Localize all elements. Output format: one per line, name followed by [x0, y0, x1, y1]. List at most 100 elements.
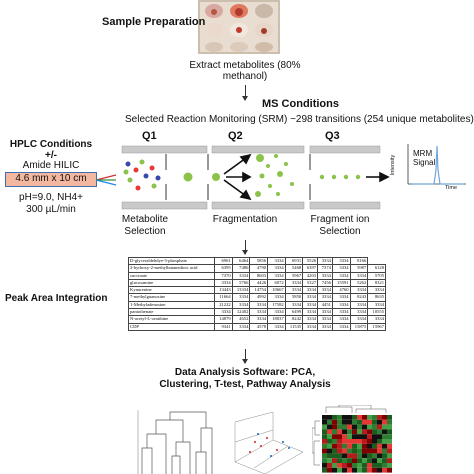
peak-area-cell: 3334: [317, 322, 333, 331]
peak-area-cell: 4652: [231, 315, 251, 324]
peak-area-cell: 6395: [214, 264, 233, 273]
heatmap-cell: [367, 448, 372, 454]
arrow-extract-to-ms: [242, 85, 248, 101]
heatmap-cell: [352, 448, 357, 454]
heatmap-cell: [337, 463, 342, 468]
heatmap-cell: [342, 443, 347, 449]
peak-area-cell: 3334: [214, 278, 233, 288]
peak-area-cell: 8321: [367, 278, 386, 288]
heatmap-cell: [362, 434, 367, 439]
extract-line1: Extract metabolites (80%: [189, 60, 301, 71]
heatmap-cell: [322, 419, 327, 425]
heatmap-cell: [372, 458, 377, 463]
peak-area-cell: 3334: [267, 256, 286, 266]
heatmap-cell: [332, 443, 337, 449]
heatmap-cell: [377, 458, 382, 463]
heatmap-cell: [387, 424, 392, 430]
heatmap-cell: [377, 439, 382, 444]
heatmap-cell: [382, 453, 387, 459]
metabolite-name-cell: Kynurenine: [127, 286, 216, 295]
heatmap-cell: [377, 434, 382, 439]
heatmap-cell: [357, 443, 362, 449]
heatmap-cell: [362, 453, 367, 459]
heatmap-cell: [342, 448, 347, 454]
heatmap-cell: [387, 415, 392, 420]
mrm-xlabel: Time: [445, 185, 458, 191]
heatmap-cell: [352, 434, 357, 439]
peak-area-cell: 3334: [349, 308, 369, 317]
peak-area-cell: 6961: [214, 256, 233, 266]
peak-area-cell: 3334: [284, 300, 304, 310]
heatmap-cell: [342, 429, 347, 435]
peak-area-cell: 3334: [302, 293, 319, 302]
peak-area-cell: 3334: [267, 308, 286, 317]
peak-area-cell: 3334: [249, 300, 269, 310]
heatmap-cell: [322, 458, 327, 463]
peak-area-cell: 3334: [349, 286, 369, 295]
q1-rods: [121, 145, 208, 210]
mrm-signal-plot: [407, 144, 466, 185]
metabolite-line2: Selection: [124, 226, 166, 237]
heatmap-cell: [377, 467, 382, 473]
heatmap-cell: [342, 415, 347, 420]
peak-area-cell: 3334: [302, 315, 319, 324]
heatmap-cell: [362, 419, 367, 425]
heatmap-cell: [342, 467, 347, 473]
heatmap-cell: [342, 439, 347, 444]
heatmap-cell: [367, 439, 372, 444]
heatmap-cell: [372, 439, 377, 444]
peak-area-cell: 7486: [231, 264, 251, 273]
peak-area-cell: 3334: [317, 315, 333, 324]
heatmap-cell: [357, 415, 362, 420]
heatmap-cell: [367, 429, 372, 435]
peak-area-cell: 3334: [331, 256, 351, 266]
heatmap-cell: [337, 458, 342, 463]
peak-area-cell: 3334: [331, 264, 351, 273]
heatmap-cell: [387, 458, 392, 463]
peak-area-cell: 3334: [317, 256, 333, 266]
heatmap-cell: [342, 463, 347, 468]
q3-label: Q3: [325, 130, 340, 142]
heatmap-cell: [347, 458, 352, 463]
peak-area-cell: 4203: [302, 271, 319, 280]
peak-area-cell: 13443: [214, 286, 233, 295]
heatmap-cell: [327, 429, 332, 435]
mrm-ylabel: Intensity: [390, 154, 397, 176]
heatmap-cell: [362, 415, 367, 420]
metabolite-name-cell: 1-Methyladenosine: [127, 300, 216, 310]
heatmap-cell: [342, 424, 347, 430]
heatmap-cell: [387, 453, 392, 459]
heatmap-cell: [372, 429, 377, 435]
heatmap-cell: [367, 467, 372, 473]
peak-area-cell: 3334: [349, 271, 369, 280]
heatmap-cell: [322, 467, 327, 473]
peak-area-cell: 3334: [267, 293, 286, 302]
heatmap-cell: [332, 439, 337, 444]
peak-area-cell: 11535: [284, 322, 304, 331]
peak-area-cell: 3334: [249, 315, 269, 324]
heatmap-cell: [367, 443, 372, 449]
heatmap-cell: [362, 429, 367, 435]
heatmap-cell: [332, 434, 337, 439]
peak-area-cell: 6072: [267, 278, 286, 288]
analysis-line2: Clustering, T-test, Pathway Analysis: [159, 379, 331, 390]
peak-area-cell: 3334: [367, 286, 386, 295]
heatmap-cell: [332, 419, 337, 425]
heatmap-cell: [352, 415, 357, 420]
heatmap-cell: [357, 434, 362, 439]
peak-area-cell: 3334: [231, 271, 251, 280]
peak-area-cell: 14879: [214, 315, 233, 324]
q2-rods: [211, 145, 305, 210]
heatmap-cell: [327, 463, 332, 468]
fragmentation-line1: Fragmentation: [212, 214, 278, 225]
heatmap-cell: [337, 467, 342, 473]
heatmap-cell: [347, 463, 352, 468]
metabolite-name-cell: D-glyceraldehdye-3-phosphate: [127, 256, 216, 266]
peak-area-cell: 3334: [302, 300, 319, 310]
metabolite-name-cell: 7-methylguanosine: [127, 293, 216, 302]
heatmap-cell: [332, 453, 337, 459]
heatmap-cell: [332, 463, 337, 468]
q2-entry-ion: [212, 173, 220, 181]
